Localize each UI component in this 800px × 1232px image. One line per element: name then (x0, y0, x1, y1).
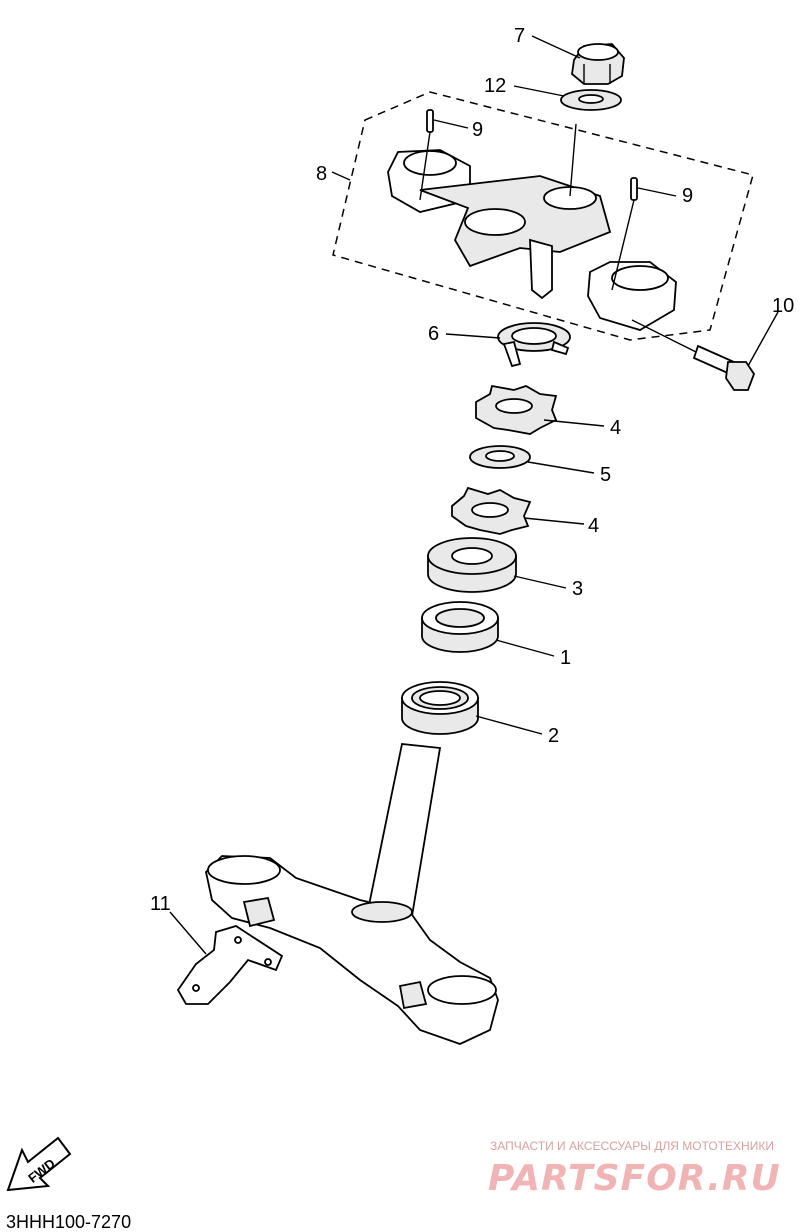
callout-12: 12 (484, 75, 506, 97)
leader-lines (169, 35, 779, 955)
callout-9a: 9 (472, 119, 483, 141)
part-10-bolt (631, 319, 756, 391)
callout-4a: 4 (610, 417, 621, 439)
callout-3: 3 (572, 578, 583, 600)
watermark-caption: ЗАПЧАСТИ И АКСЕССУАРЫ ДЛЯ МОТОТЕХНИКИ (490, 1139, 774, 1153)
callouts: 7 12 9 8 9 10 6 4 5 4 3 1 2 11 (150, 25, 794, 915)
part-5-washer (469, 445, 531, 469)
part-4-ring-nut-upper (475, 384, 558, 435)
lower-bracket-and-stem (205, 743, 499, 1045)
part-2-ball-bearing (401, 681, 479, 735)
callout-9b: 9 (682, 185, 693, 207)
watermark-logo: PARTSFOR.RU (488, 1158, 781, 1199)
callout-8: 8 (316, 163, 327, 185)
part-9-pins (419, 109, 638, 291)
part-7-nut (571, 43, 625, 85)
part-4-ring-nut-lower (451, 486, 532, 535)
diagram-code: 3HHH100-7270 (6, 1212, 131, 1232)
callout-7: 7 (514, 25, 525, 47)
part-6-lock-washer (497, 322, 571, 368)
part-12-washer (560, 89, 622, 111)
callout-6: 6 (428, 323, 439, 345)
part-1-bearing-race (421, 601, 499, 653)
callout-11: 11 (150, 893, 171, 915)
callout-10: 10 (772, 295, 794, 317)
callout-1: 1 (560, 647, 571, 669)
callout-2: 2 (548, 725, 559, 747)
callout-4b: 4 (588, 515, 599, 537)
part-11-small-bracket (176, 925, 284, 1005)
callout-5: 5 (600, 464, 611, 486)
watermark: ЗАПЧАСТИ И АКСЕССУАРЫ ДЛЯ МОТОТЕХНИКИ PA… (488, 1139, 781, 1199)
part-8-upper-bracket (332, 91, 754, 341)
part-3-bearing-cover (427, 537, 517, 593)
fwd-arrow-icon: FWD (6, 1136, 72, 1192)
